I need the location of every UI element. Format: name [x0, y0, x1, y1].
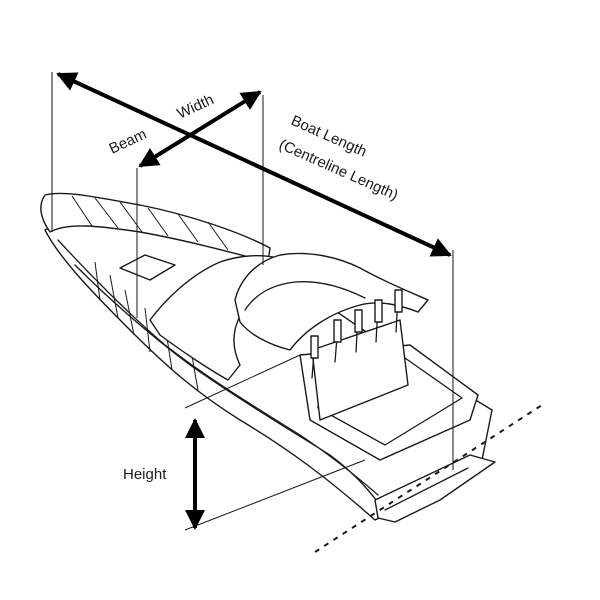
beam-label: Beam — [107, 126, 150, 158]
width-label: Width — [175, 91, 217, 123]
beam-arrow — [138, 90, 262, 168]
ground-line — [314, 404, 543, 553]
swim-platform — [374, 454, 496, 523]
boat-illustration — [40, 192, 496, 523]
height-label: Height — [123, 466, 167, 483]
